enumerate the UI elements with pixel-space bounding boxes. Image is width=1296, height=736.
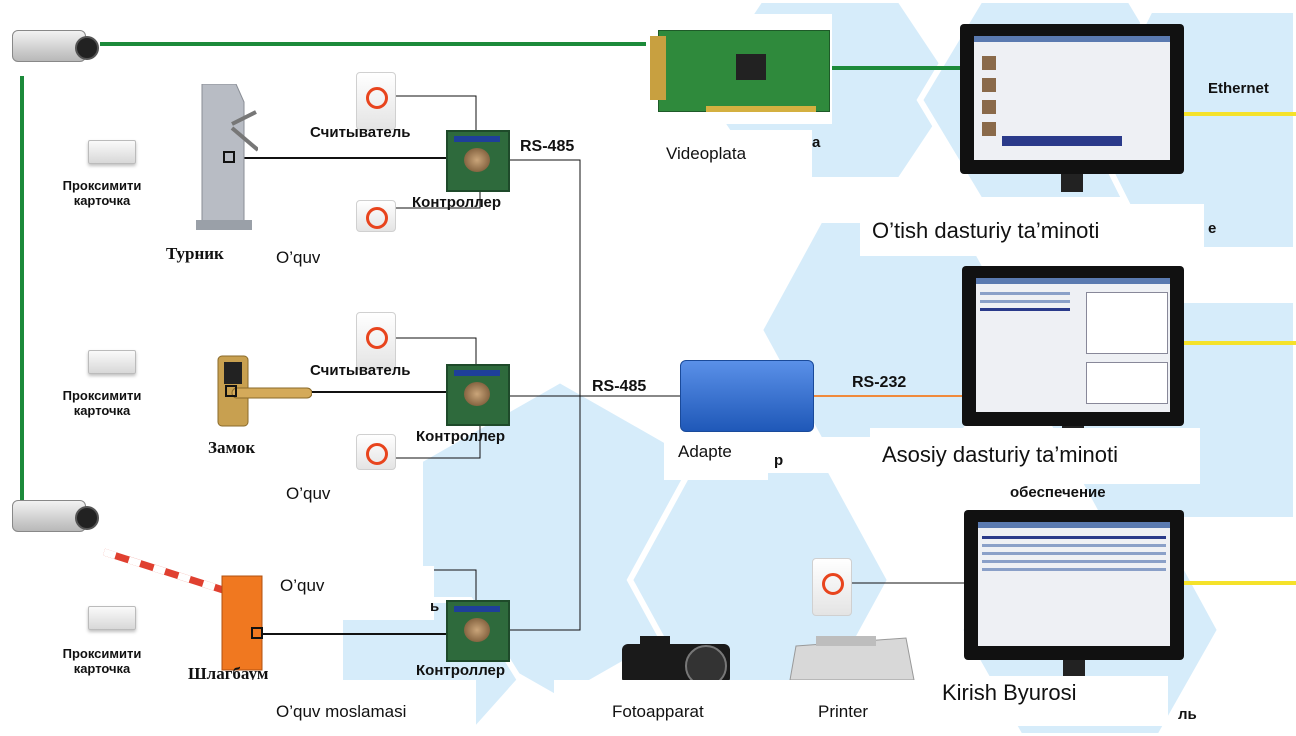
reader-icon (356, 434, 396, 470)
controller-icon (446, 364, 510, 426)
rs232-label: RS-232 (852, 374, 907, 391)
otish-fragment: e (1208, 220, 1217, 237)
monitor-icon (962, 266, 1184, 444)
adapter-fragment: р (774, 452, 784, 469)
barrier-icon (102, 548, 263, 671)
proximity-card-label: Проксимити карточка (62, 388, 142, 418)
monitor-icon (964, 510, 1184, 678)
turnik-label: Турник (166, 244, 224, 263)
proximity-card-icon (88, 350, 136, 374)
asosiy-label: Asosiy dasturiy ta’minoti (870, 428, 1200, 484)
reader-label-fragment: ь (430, 598, 440, 615)
kirish-fragment: ль (1178, 706, 1197, 723)
camera-icon (12, 30, 99, 62)
oquv-moslamasi-label: O’quv moslamasi (276, 702, 407, 721)
reader-label: Считыватель (310, 362, 411, 379)
kirish-label: Kirish Byurosi (928, 676, 1168, 726)
printer-icon (789, 636, 915, 680)
controller-label: Контроллер (412, 194, 502, 211)
barrier-label: Шлагбаум (188, 664, 269, 682)
reader-icon (356, 200, 396, 232)
videoplata-label: Videoplata (652, 130, 812, 178)
proximity-card-icon (88, 140, 136, 164)
reader-label: Считыватель (310, 124, 411, 141)
photo-camera-icon (622, 636, 730, 680)
oquv-label: O’quv (276, 248, 321, 268)
bottom-label-panel (240, 680, 476, 736)
turnstile-icon (196, 84, 258, 230)
controller-icon (446, 130, 510, 192)
fotoapparat-label: Fotoapparat (612, 702, 704, 721)
monitor-icon (960, 24, 1184, 192)
controller-icon (446, 600, 510, 662)
camera-icon (12, 500, 99, 532)
adapter-label: Adapte (664, 432, 768, 480)
oquv-label: O’quv (270, 566, 434, 620)
controller-label: Контроллер (416, 662, 506, 679)
videoplata-fragment: a (812, 134, 821, 151)
lock-label: Замок (208, 438, 256, 457)
lock-icon (217, 355, 312, 427)
printer-label: Printer (818, 702, 869, 721)
reader-icon (356, 72, 396, 130)
proximity-card-label: Проксимити карточка (62, 646, 142, 676)
proximity-card-label: Проксимити карточка (62, 178, 142, 208)
reader-icon (812, 558, 852, 616)
proximity-card-icon (88, 606, 136, 630)
reader-icon (356, 312, 396, 370)
controller-label: Контроллер (416, 428, 506, 445)
ethernet-label: Ethernet (1208, 80, 1269, 97)
adapter-icon (680, 360, 814, 432)
oquv-label: O’quv (286, 484, 331, 503)
video-card-icon (646, 14, 832, 124)
rs485-label: RS-485 (520, 138, 575, 155)
obespechenie-label: обеспечение (1010, 484, 1106, 501)
otish-label: O’tish dasturiy ta’minoti (860, 204, 1204, 256)
bottom-label-panel (554, 680, 934, 736)
rs485-label: RS-485 (592, 378, 647, 395)
